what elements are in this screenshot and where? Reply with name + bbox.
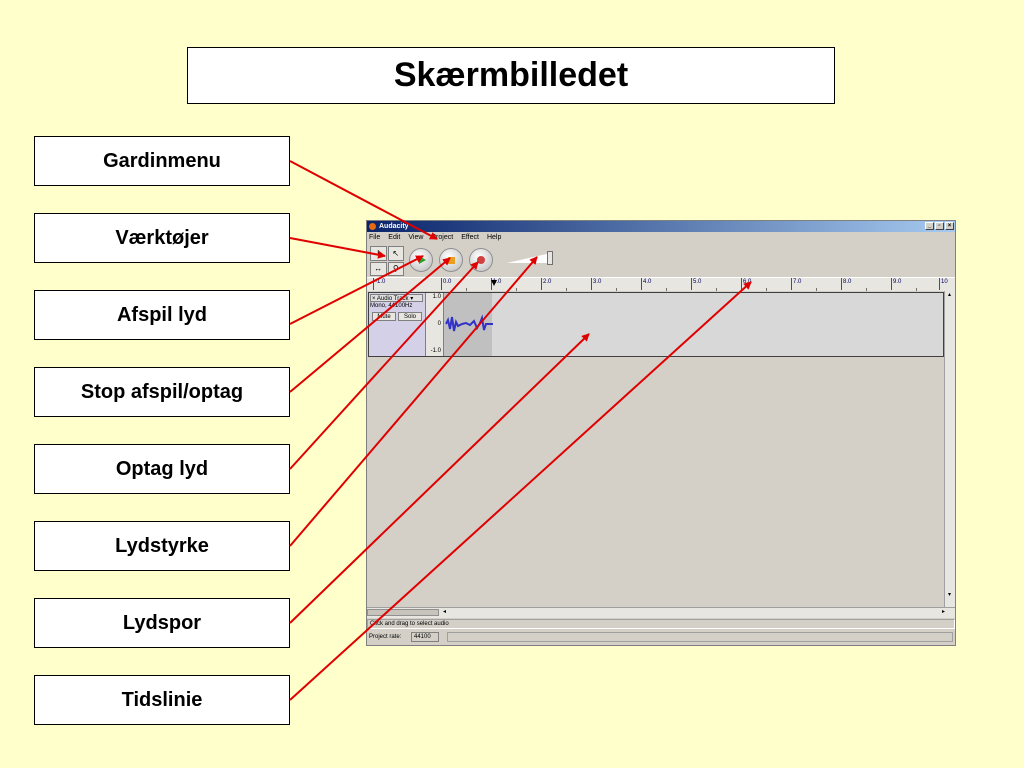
menu-help[interactable]: Help	[486, 234, 502, 241]
label-vaerktojer: Værktøjer	[34, 213, 290, 263]
ruler-label: 10	[941, 279, 948, 285]
project-rate-field[interactable]: 44100	[411, 632, 439, 642]
label-stop-afspil-optag: Stop afspil/optag	[34, 367, 290, 417]
track-area[interactable]: × Audio Track ▾ Mono, 44100Hz Mute Solo …	[367, 291, 945, 607]
horizontal-scrollbar[interactable]: ◂ ▸	[367, 607, 955, 618]
scroll-up-icon[interactable]: ▴	[947, 292, 951, 298]
track-name-dropdown[interactable]: × Audio Track ▾	[370, 294, 423, 302]
vertical-scrollbar[interactable]: ▴ ▾	[944, 291, 955, 607]
record-icon	[477, 256, 485, 264]
vertical-scale: 1.0 0 -1.0	[426, 293, 444, 356]
ruler-label: -1.0	[375, 279, 386, 285]
track-info: Mono, 44100Hz	[370, 303, 413, 309]
menu-project[interactable]: Project	[431, 234, 454, 241]
window-title: Audacity	[379, 223, 409, 230]
ruler-label: 9.0	[893, 279, 902, 285]
track-close-icon[interactable]: ×	[372, 296, 376, 302]
stop-icon	[447, 256, 455, 264]
minimize-button[interactable]: _	[925, 222, 934, 230]
close-button[interactable]: ×	[945, 222, 954, 230]
ruler-label: 2.0	[543, 279, 552, 285]
window-titlebar[interactable]: Audacity _ ▫ ×	[367, 221, 955, 232]
play-position-marker[interactable]	[491, 280, 497, 286]
menu-file[interactable]: File	[369, 234, 381, 241]
selection-tool-icon[interactable]: I	[370, 246, 387, 261]
project-rate-row: Project rate: 44100	[367, 631, 955, 644]
mute-button[interactable]: Mute	[372, 312, 396, 321]
label-gardinmenu: Gardinmenu	[34, 136, 290, 186]
zoom-tool-icon[interactable]: ⚲	[387, 261, 404, 276]
waveform	[445, 314, 493, 332]
label-lydstyrke: Lydstyrke	[34, 521, 290, 571]
label-tidslinie: Tidslinie	[34, 675, 290, 725]
timeshift-tool-icon[interactable]: ↔	[370, 261, 387, 276]
audio-track[interactable]: × Audio Track ▾ Mono, 44100Hz Mute Solo …	[368, 292, 944, 357]
toolbar: I ↖ ↔ ⚲	[367, 243, 955, 277]
scale-bottom: -1.0	[430, 348, 441, 354]
menu-edit[interactable]: Edit	[388, 234, 401, 241]
volume-slider[interactable]	[507, 251, 555, 269]
chevron-down-icon: ▾	[410, 296, 414, 302]
scale-top: 1.0	[432, 294, 441, 300]
ruler-label: 8.0	[843, 279, 852, 285]
ruler-label: 5.0	[693, 279, 702, 285]
scroll-right-icon[interactable]: ▸	[941, 609, 945, 615]
stop-button[interactable]	[439, 248, 463, 272]
timeline-ruler[interactable]: -1.0 0.0 1.0 2.0 3.0 4.0 5.0 6.0 7.0 8.0…	[367, 277, 955, 292]
tools-panel: I ↖ ↔ ⚲	[370, 246, 404, 276]
scroll-thumb[interactable]	[367, 609, 439, 616]
ruler-label: 3.0	[593, 279, 602, 285]
ruler-label: 6.0	[743, 279, 752, 285]
restore-button[interactable]: ▫	[935, 222, 944, 230]
menu-bar: File Edit View Project Effect Help	[367, 232, 955, 243]
slide-title: Skærmbilledet	[187, 47, 835, 104]
audacity-icon	[369, 223, 376, 230]
play-icon	[418, 256, 426, 264]
scale-mid: 0	[437, 321, 441, 327]
project-rate-label: Project rate:	[369, 634, 402, 640]
waveform-area[interactable]	[444, 293, 943, 356]
play-button[interactable]	[409, 248, 433, 272]
solo-button[interactable]: Solo	[398, 312, 422, 321]
track-control-panel: × Audio Track ▾ Mono, 44100Hz Mute Solo	[369, 293, 426, 356]
project-rate-bar	[447, 632, 953, 642]
scroll-down-icon[interactable]: ▾	[947, 592, 951, 598]
scroll-left-icon[interactable]: ◂	[443, 609, 447, 615]
ruler-label: 4.0	[643, 279, 652, 285]
volume-wedge	[507, 253, 551, 263]
status-bar: Click and drag to select audio	[367, 619, 955, 629]
menu-view[interactable]: View	[408, 234, 424, 241]
audacity-window: Audacity _ ▫ × File Edit View Project Ef…	[366, 220, 956, 646]
label-optag-lyd: Optag lyd	[34, 444, 290, 494]
label-afspil-lyd: Afspil lyd	[34, 290, 290, 340]
record-button[interactable]	[469, 248, 493, 272]
label-lydspor: Lydspor	[34, 598, 290, 648]
ruler-label: 7.0	[793, 279, 802, 285]
volume-thumb[interactable]	[547, 251, 553, 265]
menu-effect[interactable]: Effect	[461, 234, 479, 241]
track-name: Audio Track	[376, 296, 409, 302]
envelope-tool-icon[interactable]: ↖	[387, 246, 404, 261]
ruler-label: 0.0	[443, 279, 452, 285]
